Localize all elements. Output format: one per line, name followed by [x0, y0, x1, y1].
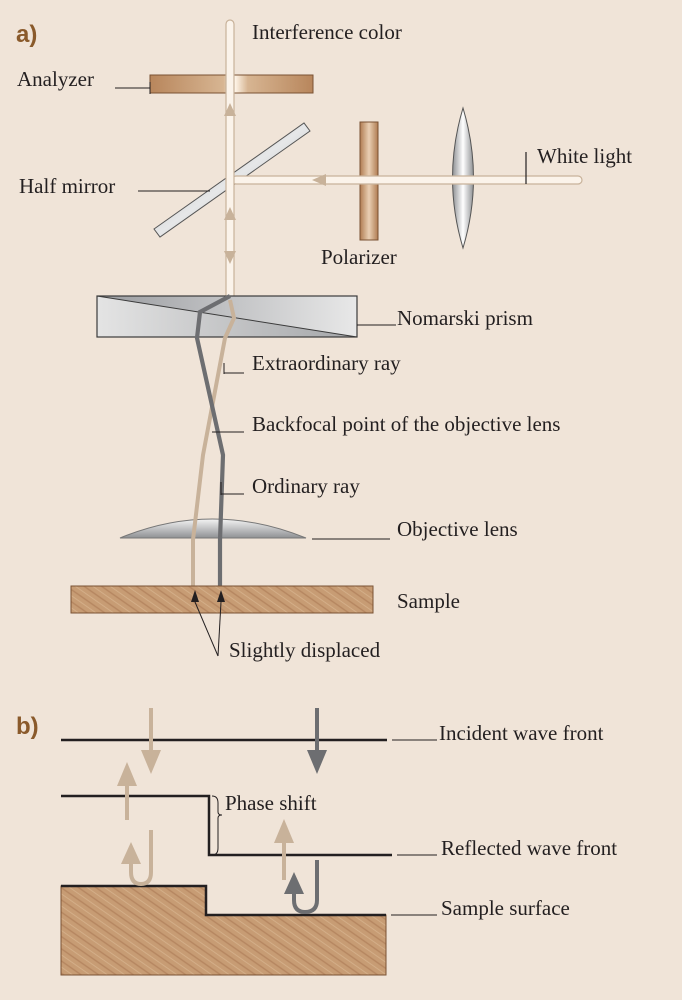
panel-b-tag: b): [16, 713, 39, 740]
label-white-light: White light: [537, 144, 632, 168]
incident-arrow-dark: [307, 708, 327, 774]
reflected-arrow-light: [117, 762, 137, 820]
label-phase-shift: Phase shift: [225, 791, 317, 815]
label-interference-color: Interference color: [252, 20, 402, 44]
sample-surface-block: [60, 885, 387, 976]
displaced-leader-1: [194, 601, 219, 657]
label-sample: Sample: [397, 589, 460, 613]
label-ordinary-ray: Ordinary ray: [252, 474, 360, 498]
phase-shift-brace: [211, 795, 223, 856]
label-sample-surface: Sample surface: [441, 896, 570, 920]
label-nomarski-prism: Nomarski prism: [397, 306, 533, 330]
beam-down-arrow: [224, 251, 236, 264]
label-objective-lens: Objective lens: [397, 517, 518, 541]
light-ray: [191, 299, 237, 586]
beam-up-arrow-1: [224, 103, 236, 116]
label-slightly-displaced: Slightly displaced: [229, 638, 381, 662]
label-half-mirror: Half mirror: [19, 174, 115, 198]
reflection-hook-light: [121, 830, 153, 887]
beam-up-arrow-2: [224, 207, 236, 220]
label-reflected-wave-front: Reflected wave front: [441, 836, 617, 860]
label-incident-wave-front: Incident wave front: [439, 721, 604, 745]
displacement-arrow-left: [191, 590, 199, 602]
label-backfocal-point: Backfocal point of the objective lens: [252, 412, 560, 436]
white-light-beam: [231, 175, 583, 185]
incident-arrow-light: [141, 708, 161, 774]
label-analyzer: Analyzer: [17, 67, 94, 91]
reflection-hook-dark: [284, 860, 319, 915]
white-light-arrow: [312, 174, 326, 186]
panel-a-tag: a): [16, 21, 37, 48]
label-polarizer: Polarizer: [321, 245, 397, 269]
reflected-wave-front: [61, 794, 392, 857]
displacement-arrow-right: [217, 590, 225, 602]
extraordinary-ray-dark: [194, 294, 231, 586]
sample-surface-line: [61, 884, 386, 917]
reflected-arrow-dark: [274, 819, 294, 880]
displaced-leader-2: [217, 601, 222, 657]
objective-lens: [119, 518, 307, 539]
label-extraordinary-ray: Extraordinary ray: [252, 351, 401, 375]
